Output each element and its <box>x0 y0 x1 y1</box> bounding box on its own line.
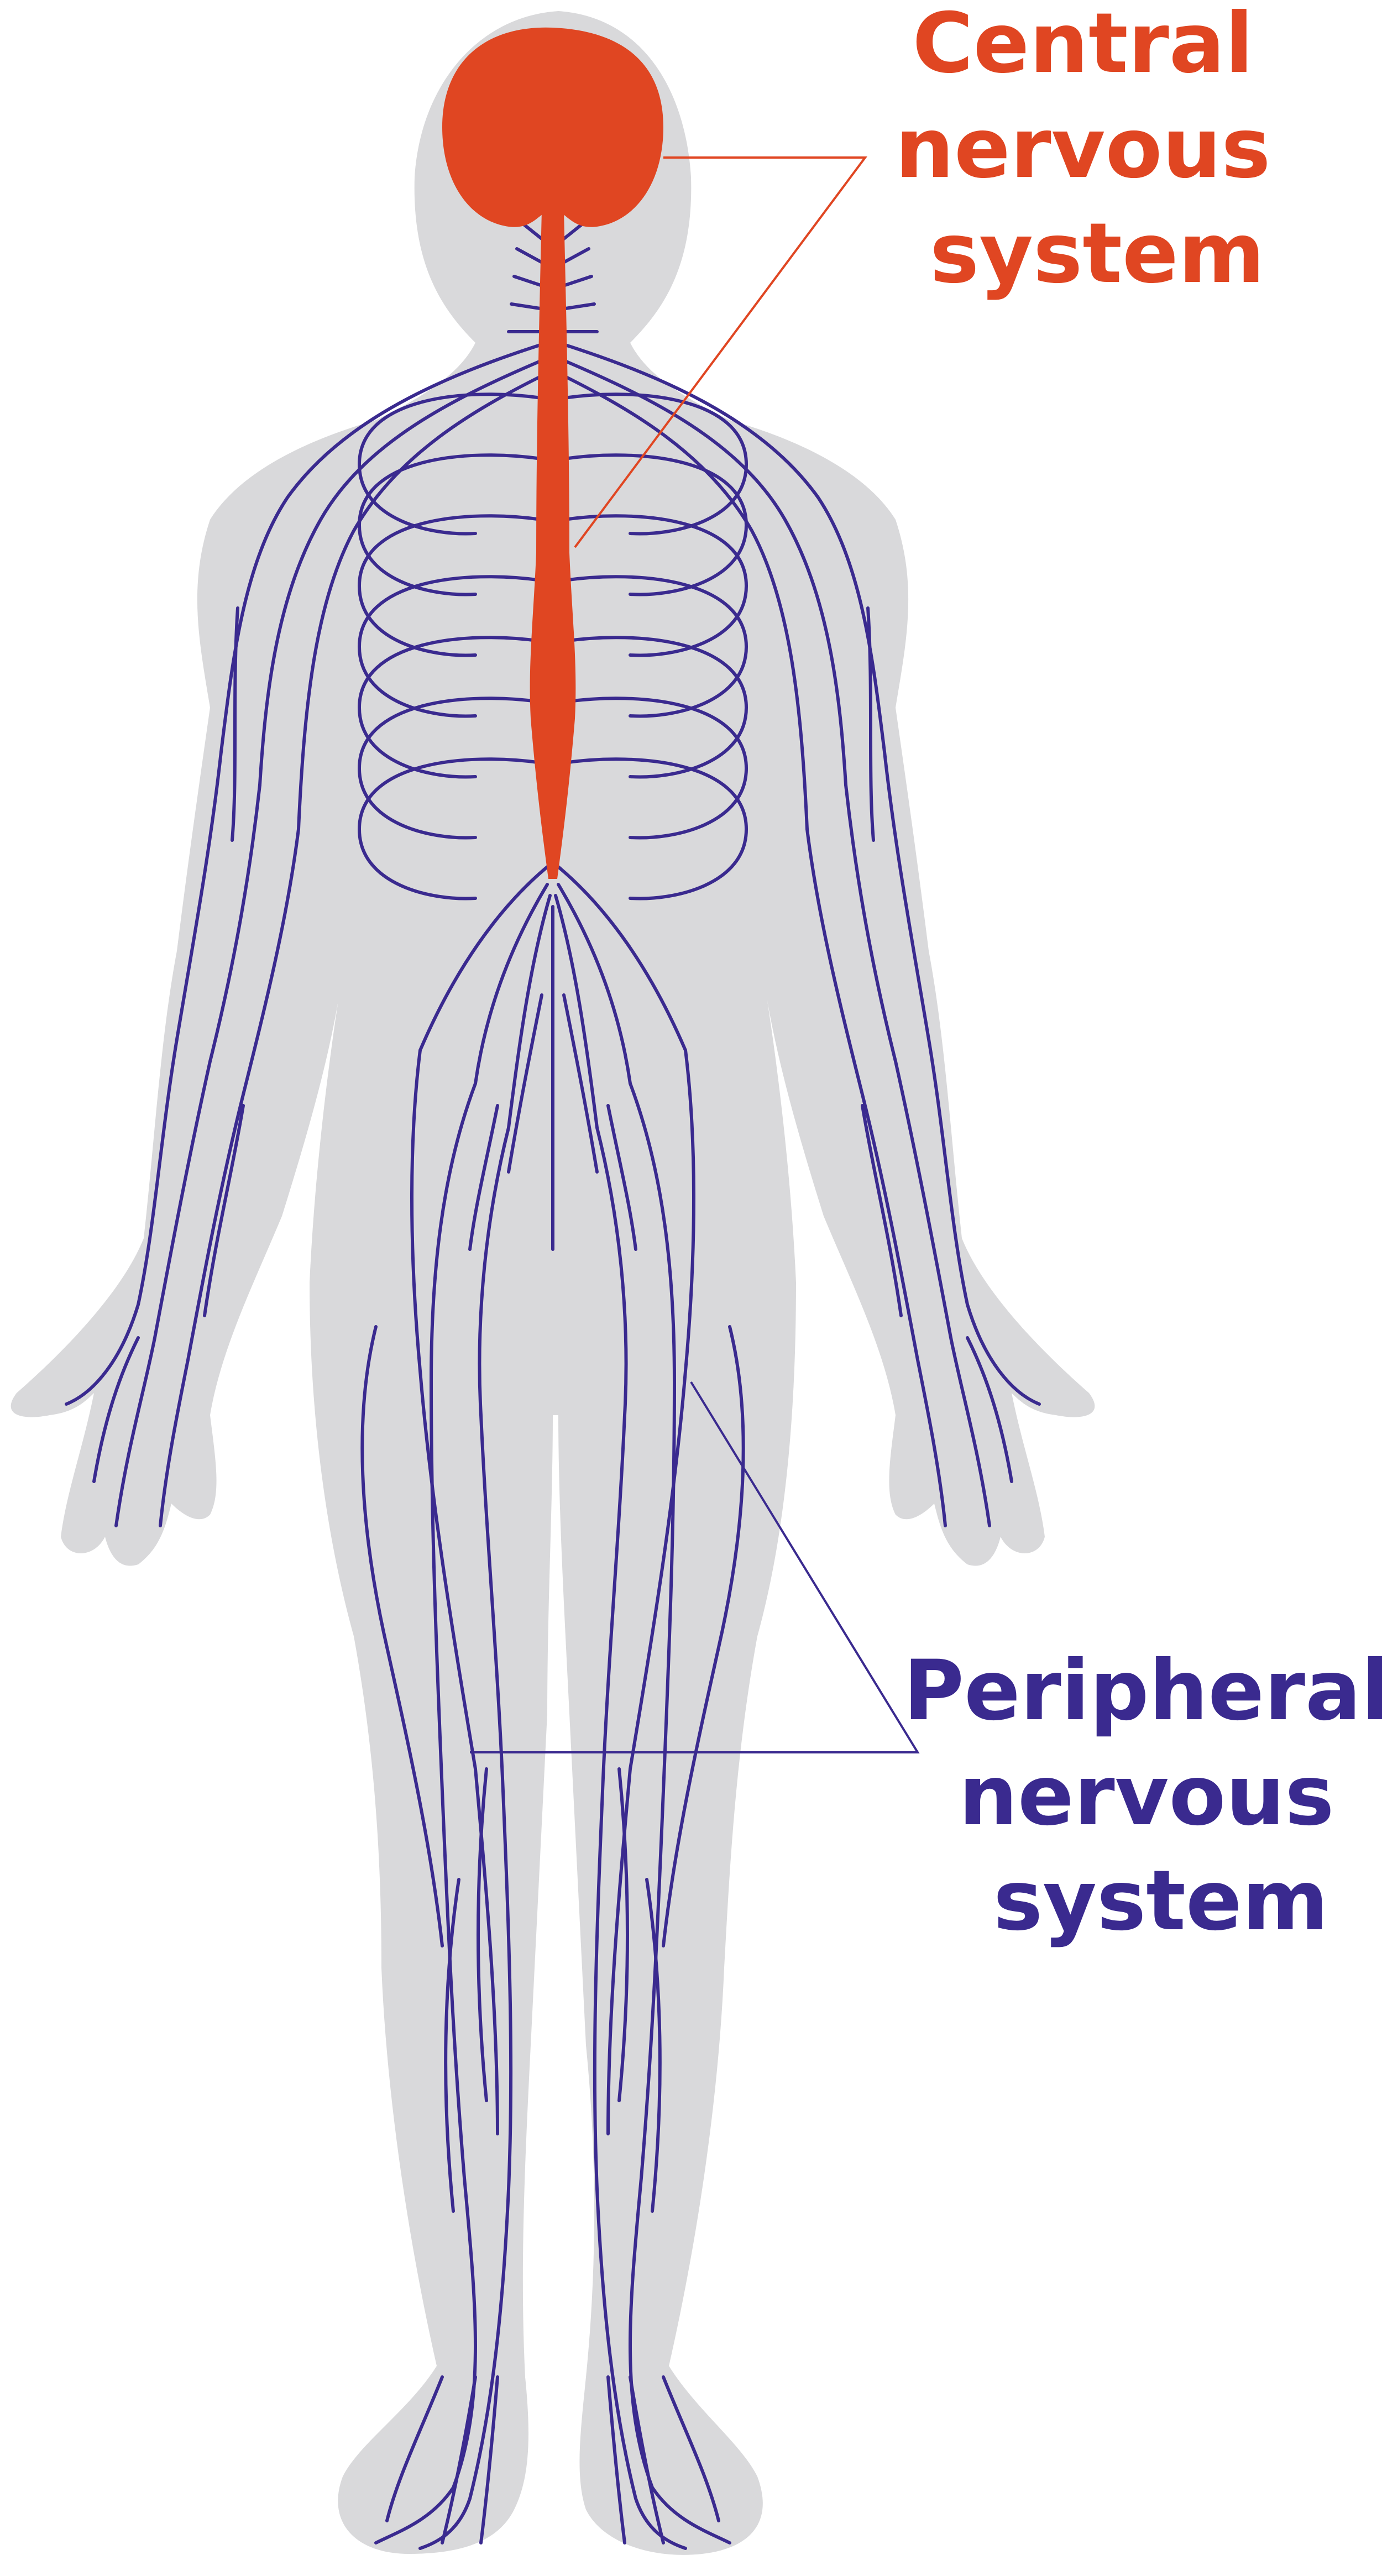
peripheral-label: Peripheral nervous system <box>903 1643 1382 1949</box>
central-label-line-2: nervous <box>895 101 1270 197</box>
peripheral-label-line-1: Peripheral <box>903 1643 1382 1739</box>
central-leader-lines <box>574 156 867 548</box>
central-nervous-system <box>442 27 663 879</box>
peripheral-label-line-2: nervous <box>959 1748 1334 1844</box>
central-label-line-3: system <box>930 206 1265 302</box>
central-label-line-1: Central <box>912 0 1253 92</box>
body-silhouette <box>11 11 1095 2555</box>
central-label: Central nervous system <box>895 0 1300 302</box>
peripheral-leader-lines <box>470 1381 920 1753</box>
peripheral-nervous-system <box>65 219 1041 2550</box>
spinal-cord-shape <box>530 210 576 879</box>
brain-shape <box>442 27 663 227</box>
peripheral-label-line-3: system <box>993 1853 1328 1949</box>
